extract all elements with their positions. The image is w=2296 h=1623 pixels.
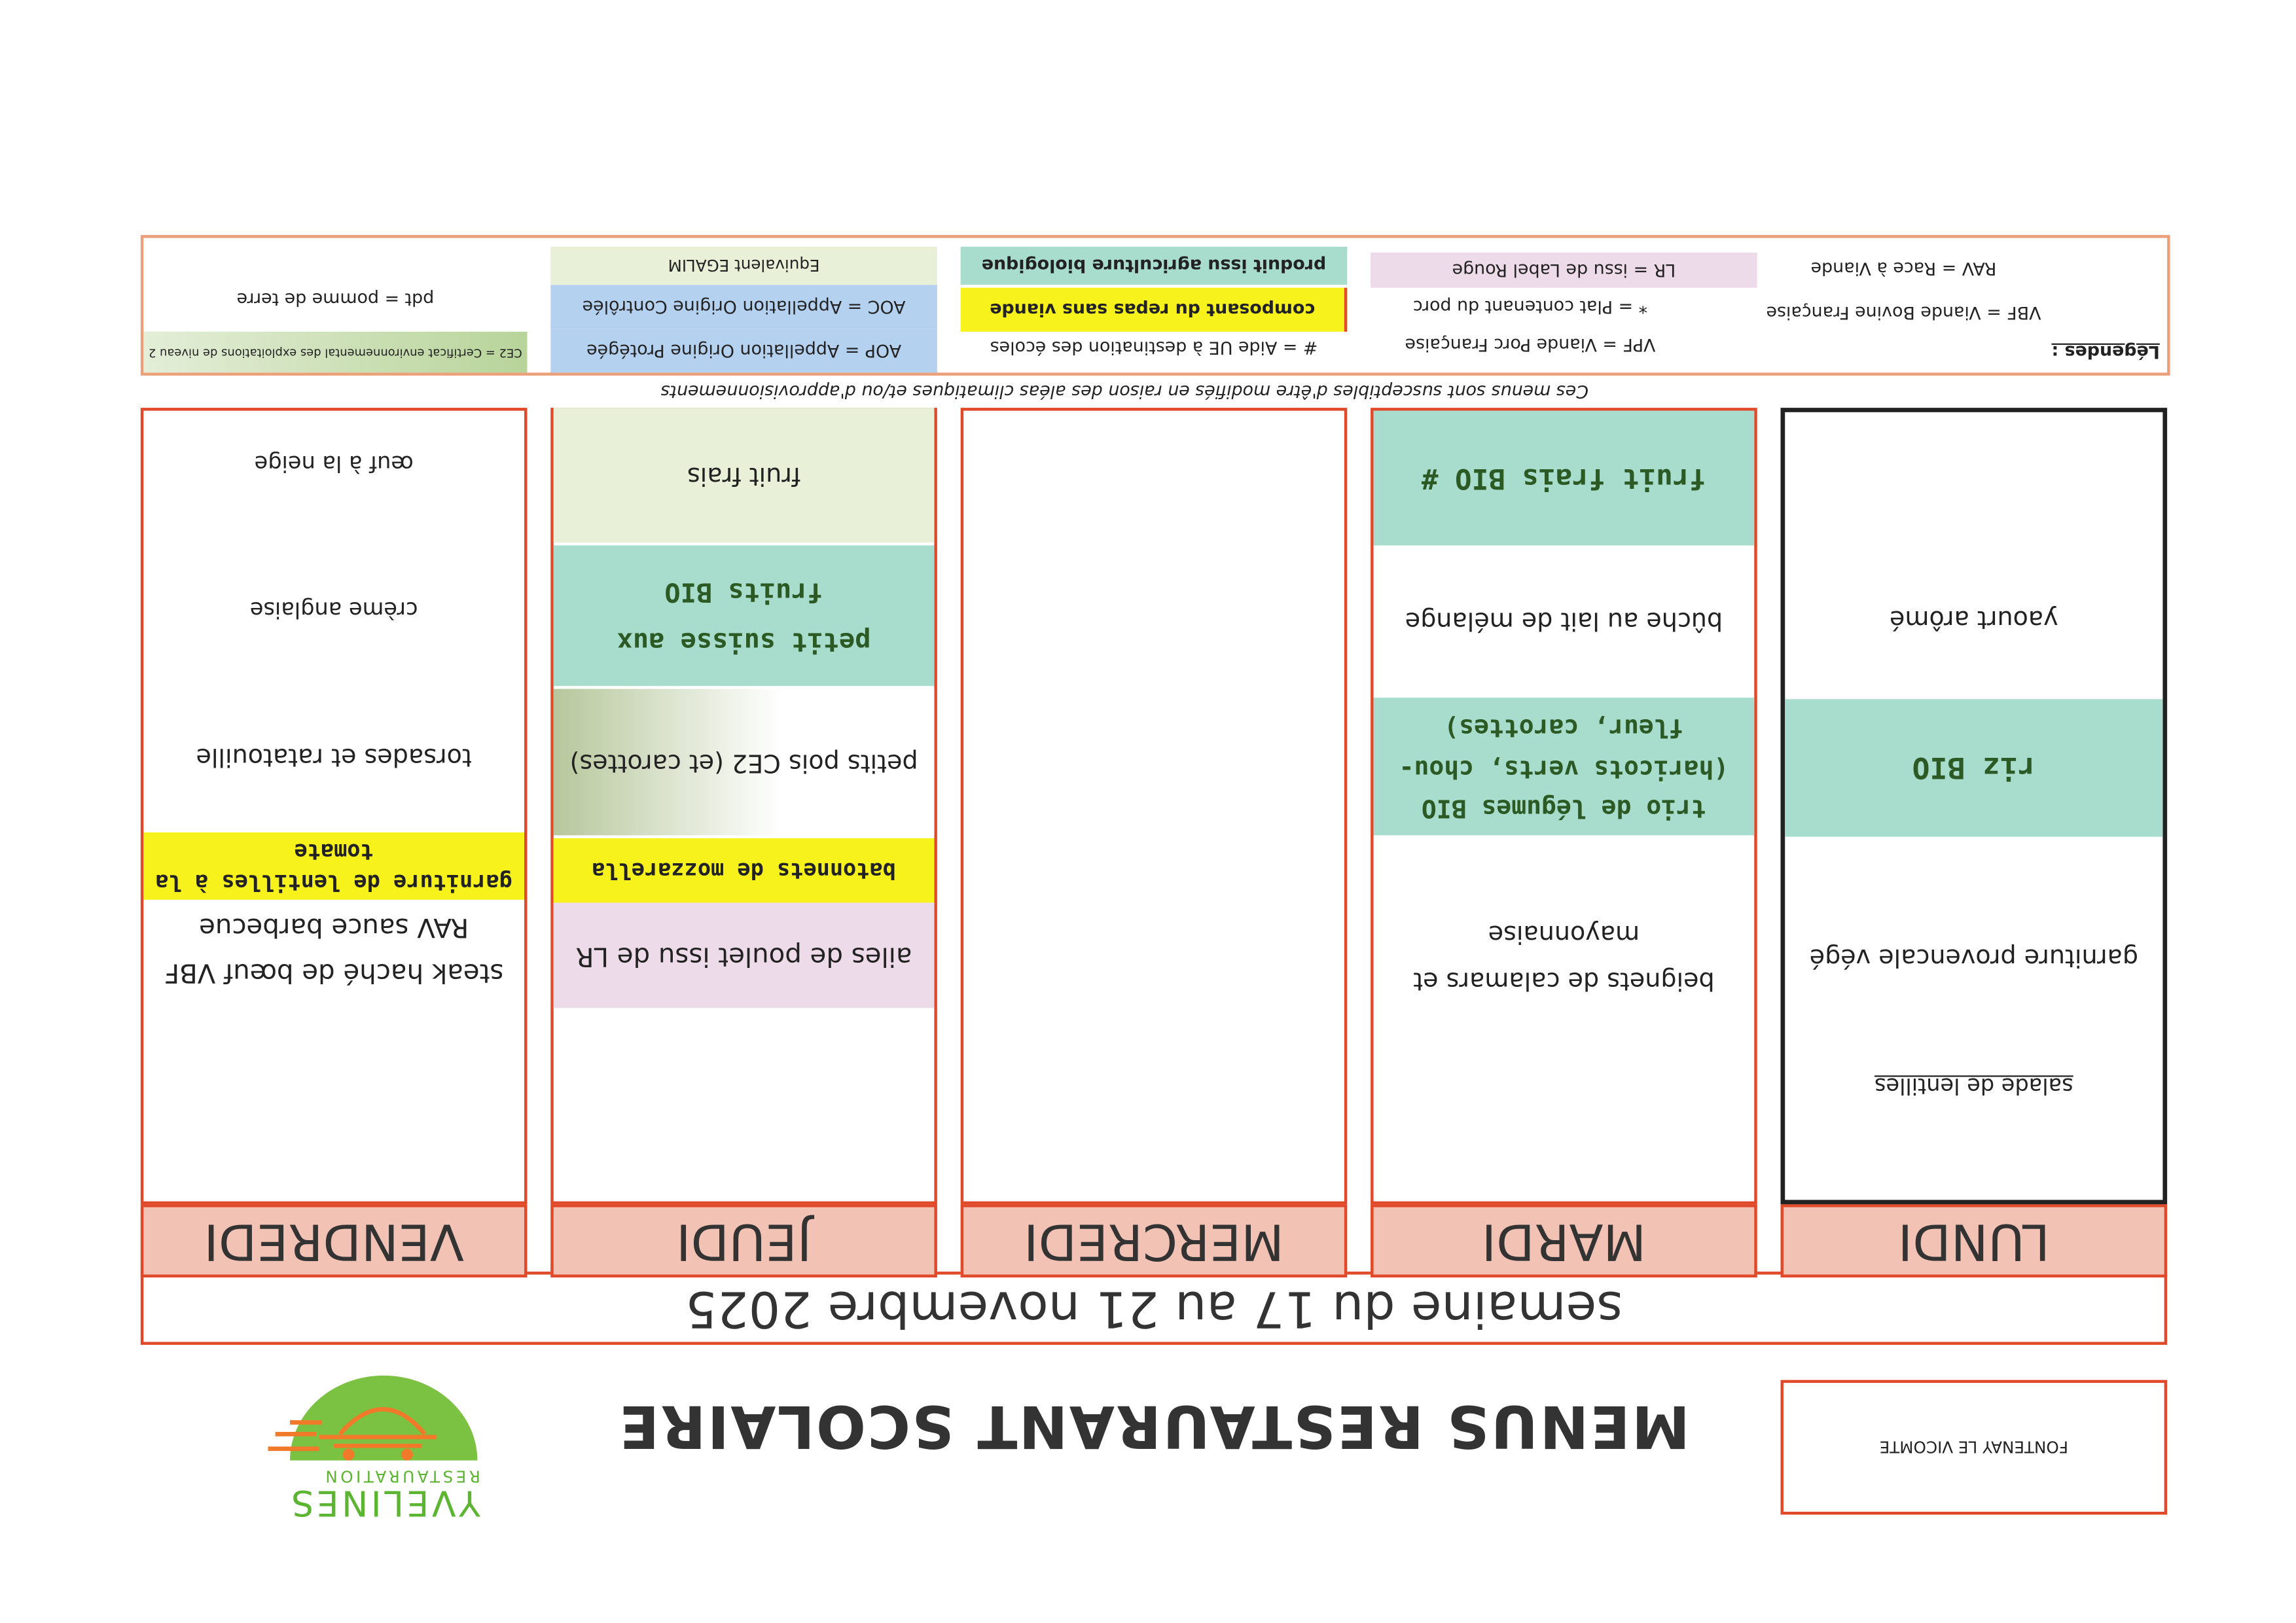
legend-vbf: VBF = Viande Bovine Française bbox=[1766, 302, 2041, 323]
day-menu: ailes de poulet issu de LR batonnets de … bbox=[550, 408, 937, 1205]
day-header: MARDI bbox=[1371, 1204, 1757, 1278]
legend-aide-ue: # = Aide UE à destination des écoles bbox=[990, 337, 1318, 359]
day-header: LUNDI bbox=[1780, 1204, 2168, 1278]
day-column-mardi: MARDI beignets de calamars et mayonnaise… bbox=[1371, 408, 1757, 1278]
menu-item-plat-vegetarien: garniture de lentilles à la tomate bbox=[143, 832, 524, 900]
day-column-vendredi: VENDREDI steak haché de bœuf VBF RAV sau… bbox=[140, 408, 528, 1278]
day-menu: steak haché de bœuf VBF RAV sauce barbec… bbox=[140, 408, 528, 1205]
legend-title: Légendes : bbox=[2051, 342, 2160, 363]
week-range: semaine du 17 au 21 novembre 2025 bbox=[140, 1272, 2168, 1345]
menu-item-plat: beignets de calamars et mayonnaise bbox=[1413, 918, 1715, 995]
menu-item-plat: garniture provencale végé bbox=[1809, 942, 2139, 972]
legend-bio: produit issu agriculture biologique bbox=[960, 247, 1348, 285]
legend-label-rouge: LR = issu de Label Rouge bbox=[1371, 252, 1757, 288]
legend-sans-viande: composant du repas sans viande bbox=[960, 287, 1348, 332]
day-header: JEUDI bbox=[550, 1204, 937, 1278]
menu-item-laitage: petit suisse aux fruits BIO bbox=[553, 545, 935, 687]
day-column-jeudi: JEUDI ailes de poulet issu de LR batonne… bbox=[550, 408, 937, 1278]
legend-box: Légendes : VBF = Viande Bovine Française… bbox=[140, 235, 2170, 376]
legend-rav: RAV = Race à Viande bbox=[1810, 258, 1997, 279]
menu-item-garniture: trio de légumes BIO (haricots verts, cho… bbox=[1373, 698, 1755, 836]
menu-item-laitage: bûche au lait de mélange bbox=[1405, 605, 1723, 635]
menu-item-plat: steak haché de bœuf VBF RAV sauce barbec… bbox=[164, 911, 504, 988]
menu-item-plat: ailes de poulet issu de LR bbox=[553, 902, 935, 1008]
legend-egalim: Equivalent EGALIM bbox=[550, 247, 937, 285]
day-header: MERCREDI bbox=[960, 1204, 1348, 1278]
legend-vpf: VPF = Viande Porc Française bbox=[1405, 334, 1656, 355]
menu-item-garniture: petits pois CE2 (et carottes) bbox=[553, 688, 935, 836]
legend-ce2: CE2 = Certificat environnemental des exp… bbox=[143, 331, 528, 373]
legend-aop: AOP = Appellation Origine Protégée bbox=[550, 329, 937, 373]
logo-text-main: YVELINES bbox=[288, 1482, 480, 1524]
legend-pdt: pdt = pomme de terre bbox=[236, 289, 435, 310]
menu-item-dessert: fruit frais BIO # bbox=[1373, 410, 1755, 546]
legend-aoc: AOC = Appellation Origine Contrôlée bbox=[550, 285, 937, 329]
day-menu: salade de lentilles garniture provencale… bbox=[1780, 408, 2168, 1205]
menu-item-dessert: fruit frais bbox=[553, 408, 935, 543]
legend-porc: * = Plat contenant du porc bbox=[1412, 296, 1648, 317]
day-header: VENDREDI bbox=[140, 1204, 528, 1278]
menu-item-dessert: yaourt arômé bbox=[1890, 604, 2058, 634]
school-name: FONTENAY LE VICOMTE bbox=[1780, 1380, 2168, 1515]
menu-item-entree: salade de lentilles bbox=[1874, 1073, 2073, 1099]
logo-bowl-icon bbox=[268, 1375, 478, 1461]
day-menu bbox=[960, 408, 1348, 1205]
day-column-lundi: LUNDI salade de lentilles garniture prov… bbox=[1780, 408, 2168, 1278]
yvelines-restauration-logo: YVELINES RESTAURATION bbox=[260, 1374, 480, 1524]
menu-item-laitage: crème anglaise bbox=[249, 597, 418, 624]
page-title: MENUS RESTAURANT SCOLAIRE bbox=[617, 1391, 1691, 1459]
menu-item-dessert: œuf à la neige bbox=[254, 450, 414, 477]
menu-item-plat-vegetarien: batonnets de mozzarella bbox=[553, 838, 935, 903]
day-column-mercredi: MERCREDI bbox=[960, 408, 1348, 1278]
day-menu: beignets de calamars et mayonnaise trio … bbox=[1371, 408, 1757, 1205]
menu-item-garniture: torsades et ratatouille bbox=[196, 741, 472, 772]
menu-item-garniture: riz BIO bbox=[1785, 699, 2163, 837]
disclaimer-note: Ces menus sont susceptibles d'être modif… bbox=[660, 381, 1589, 402]
